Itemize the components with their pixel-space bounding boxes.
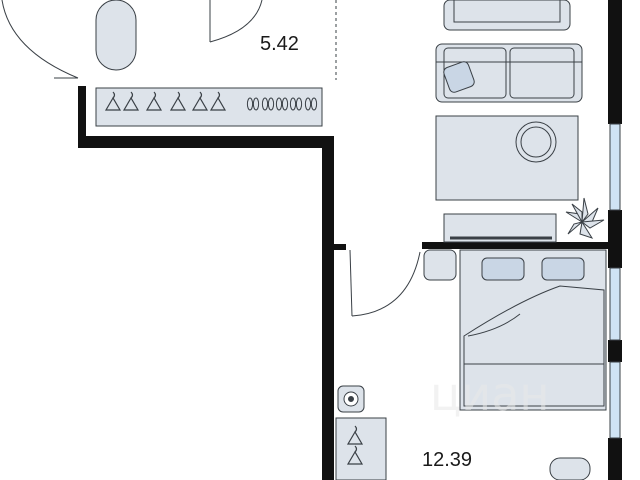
area-label-corridor: 5.42 [260,33,299,55]
wardrobe-box [95,87,323,127]
wall-center-vertical [322,136,334,480]
blanket [463,285,605,407]
coffee-table [515,121,557,163]
window-bedroom-2 [609,361,621,439]
door-bedroom-swing [351,251,421,317]
sofa [435,43,583,103]
armchair-seat [453,0,561,23]
wall-right-segment-2 [608,210,622,268]
wall-lower-left-horizontal [78,86,86,148]
window-living [609,123,621,211]
pillow-left [481,257,525,281]
wall-stub-door [334,244,346,250]
wall-corridor-bottom [78,136,334,148]
door-bath-swing [209,0,263,43]
sofa-pillow [443,61,475,93]
washbasin [95,0,137,71]
wall-right-segment-1 [608,0,622,124]
bedroom-wardrobe [335,417,387,480]
window-bedroom [609,267,621,341]
pillow-right [541,257,585,281]
plant-icon [565,197,605,239]
living-furniture [435,0,583,243]
wall-right-segment-4 [608,438,622,480]
area-label-bedroom: 12.39 [422,449,472,471]
wardrobe [95,87,323,127]
nightstand [423,249,457,281]
chair [549,457,591,480]
doors [1,0,421,317]
wall-right-segment-3 [608,340,622,362]
watermark-text: циан [430,367,549,421]
door-bedroom-leaf [349,249,353,317]
bedroom-furniture [335,249,607,480]
door-entrance-swing [1,0,79,79]
windows [609,123,621,439]
wall-bedroom-top [422,242,610,249]
walls [78,0,622,480]
rug [435,115,579,201]
